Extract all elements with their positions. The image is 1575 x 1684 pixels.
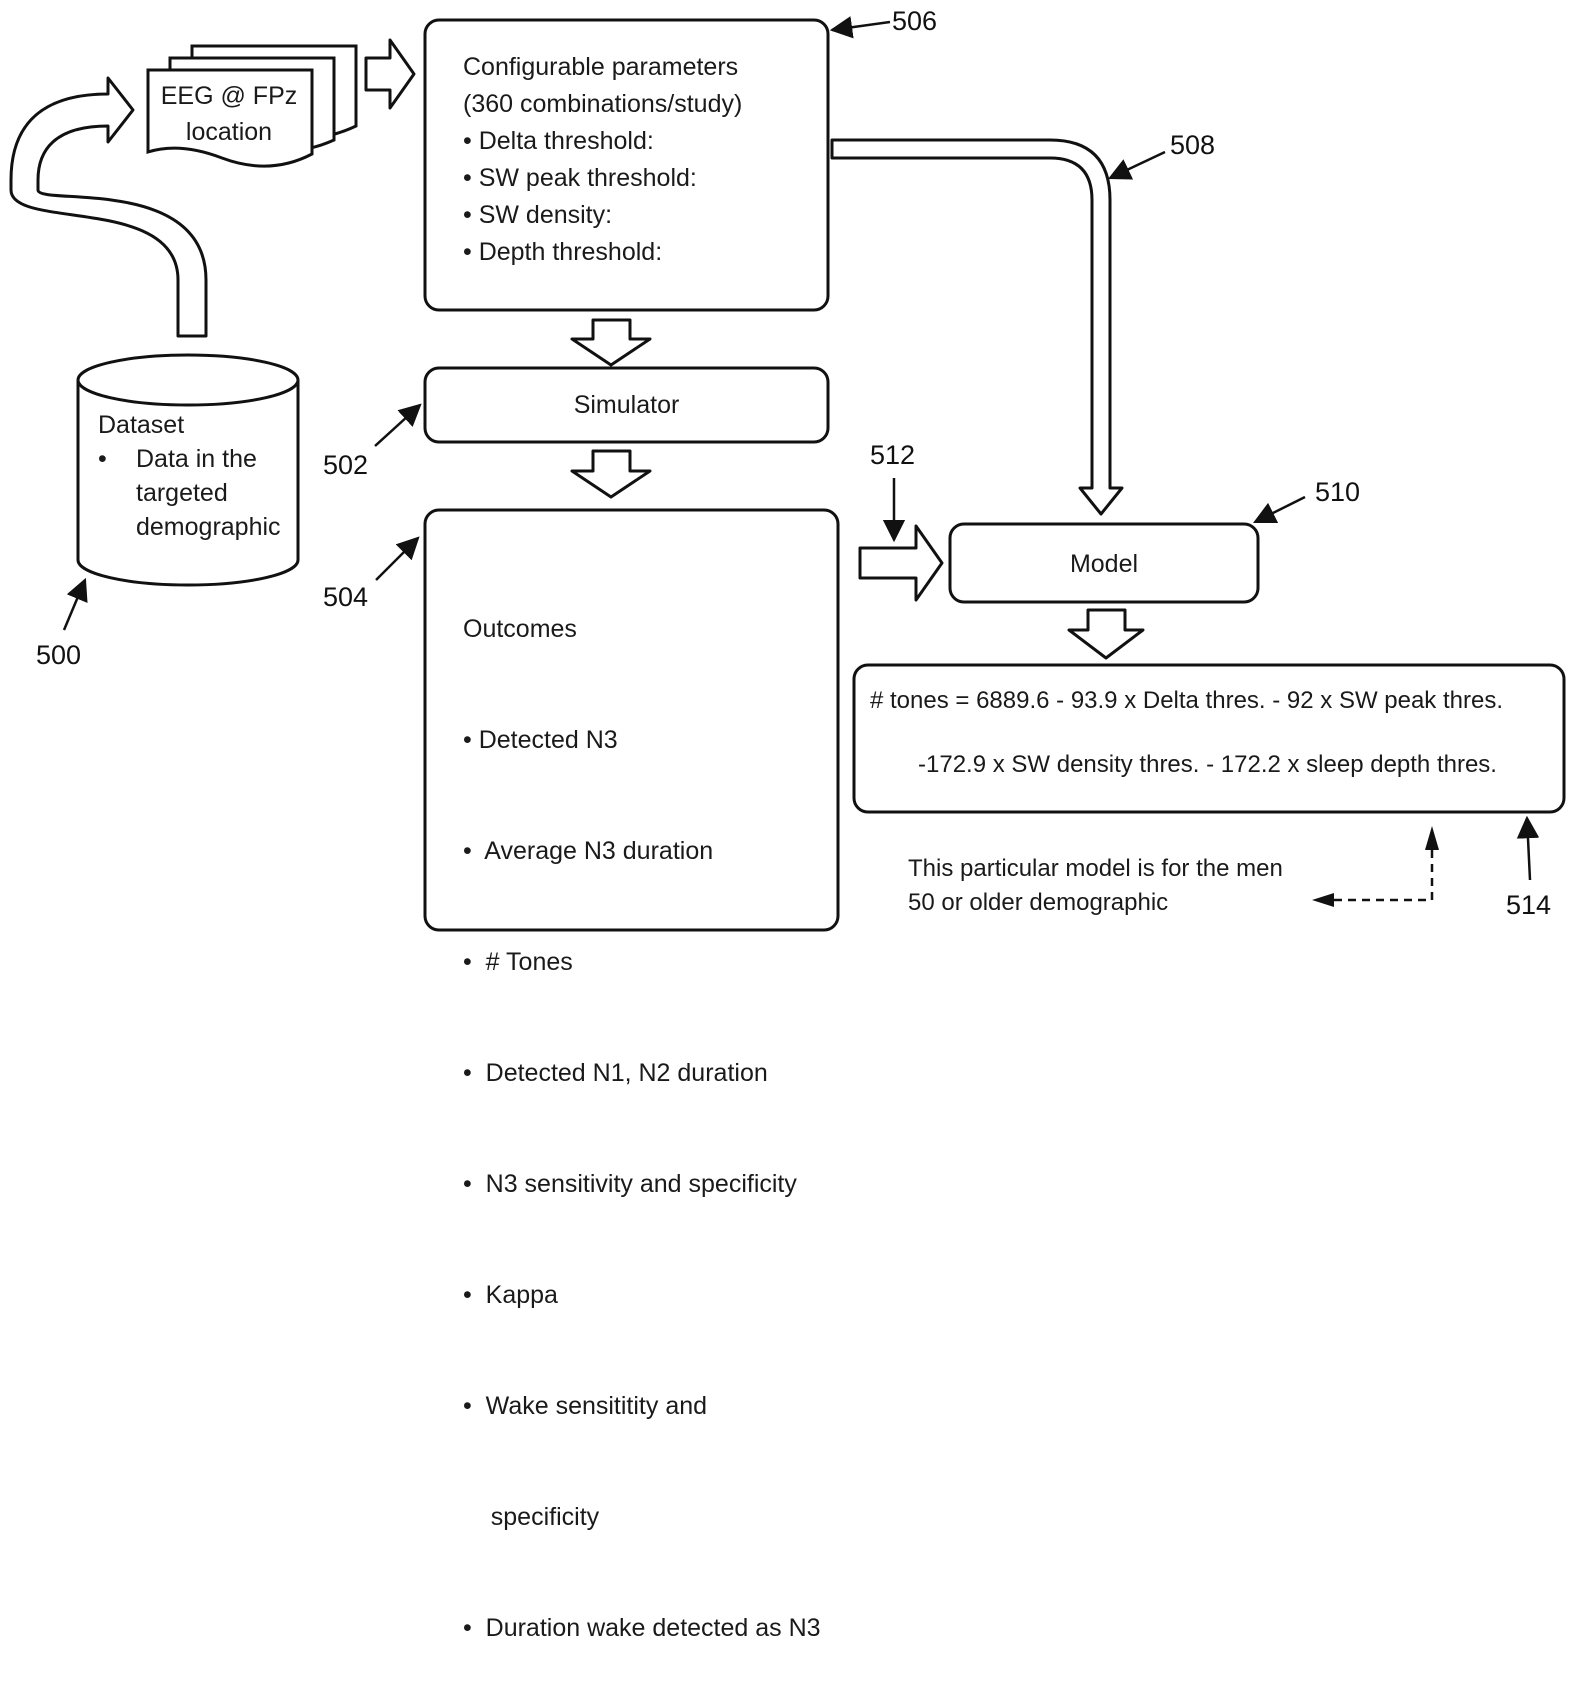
params-title-line2: (360 combinations/study) bbox=[463, 90, 743, 118]
params-item-sw-peak: • SW peak threshold: bbox=[463, 164, 697, 192]
ref-502: 502 bbox=[323, 450, 369, 480]
params-to-model-arrow bbox=[830, 138, 1124, 516]
ref-514: 514 bbox=[1506, 890, 1552, 920]
dataset-title: Dataset bbox=[98, 411, 185, 439]
ref-506: 506 bbox=[892, 6, 938, 36]
note-connector-up-arrowhead bbox=[1425, 826, 1439, 850]
dataset-item: Data in the targeted demographic bbox=[136, 442, 281, 544]
equation-line1: # tones = 6889.6 - 93.9 x Delta thres. -… bbox=[870, 687, 1503, 714]
outcomes-item: • Detected N3 bbox=[463, 726, 618, 754]
note-line1: This particular model is for the men bbox=[908, 855, 1283, 882]
outcomes-item: • Kappa bbox=[463, 1281, 558, 1309]
params-item-depth: • Depth threshold: bbox=[463, 238, 663, 266]
ref-500-leader bbox=[62, 577, 88, 631]
outcomes-text: Outcomes • Detected N3 • Average N3 dura… bbox=[463, 537, 821, 1684]
params-to-simulator-arrow bbox=[570, 318, 652, 367]
dataset-item-line3: demographic bbox=[136, 513, 281, 541]
ref-512: 512 bbox=[870, 440, 916, 470]
note-text: This particular model is for the men 50 … bbox=[908, 852, 1283, 920]
eeg-document-stack bbox=[146, 44, 358, 168]
params-text: Configurable parameters (360 combination… bbox=[463, 49, 742, 271]
ref-510-leader bbox=[1252, 495, 1306, 524]
params-item-delta: • Delta threshold: bbox=[463, 127, 654, 155]
eeg-label-line2: location bbox=[185, 118, 273, 146]
eeg-label-line1: EEG @ FPz bbox=[160, 82, 298, 110]
params-title-line1: Configurable parameters bbox=[463, 53, 739, 81]
simulator-to-outcomes-arrow bbox=[570, 449, 652, 499]
ref-504-leader bbox=[375, 536, 420, 581]
ref-508: 508 bbox=[1170, 130, 1216, 160]
dataset-to-eeg-arrow bbox=[9, 76, 208, 338]
params-box bbox=[423, 18, 830, 312]
outcomes-title: Outcomes bbox=[463, 615, 577, 643]
params-item-sw-density: • SW density: bbox=[463, 201, 613, 229]
outcomes-item: specificity bbox=[463, 1503, 600, 1531]
eeg-to-params-arrow bbox=[364, 38, 416, 110]
eeg-label: EEG @ FPz location bbox=[150, 78, 308, 150]
ref-514-leader bbox=[1516, 815, 1540, 881]
ref-508-leader bbox=[1107, 150, 1166, 180]
equation-box bbox=[852, 663, 1566, 814]
outcomes-item: • N3 sensitivity and specificity bbox=[463, 1170, 797, 1198]
dataset-bullet: • bbox=[98, 445, 107, 473]
outcomes-item: • Average N3 duration bbox=[463, 837, 714, 865]
outcomes-item: • Detected N1, N2 duration bbox=[463, 1059, 768, 1087]
simulator-label: Simulator bbox=[573, 391, 680, 419]
ref-510: 510 bbox=[1315, 477, 1361, 507]
dataset-cylinder bbox=[76, 353, 300, 587]
dataset-item-line1: Data in the bbox=[136, 445, 257, 473]
note-line2: 50 or older demographic bbox=[908, 889, 1169, 916]
outcomes-box bbox=[423, 508, 840, 932]
outcomes-to-model-arrow bbox=[858, 524, 944, 602]
dataset-text: Dataset bbox=[98, 408, 184, 442]
note-connector bbox=[1330, 850, 1434, 902]
model-to-equation-arrow bbox=[1067, 608, 1145, 660]
equation-line2: -172.9 x SW density thres. - 172.2 x sle… bbox=[918, 751, 1497, 778]
outcomes-item: • Duration wake detected as N3 bbox=[463, 1614, 821, 1642]
model-box bbox=[948, 522, 1260, 604]
ref-500: 500 bbox=[36, 640, 82, 670]
ref-504: 504 bbox=[323, 582, 369, 612]
model-label: Model bbox=[1069, 550, 1139, 578]
outcomes-item: • # Tones bbox=[463, 948, 573, 976]
outcomes-item: • Wake sensititity and bbox=[463, 1392, 708, 1420]
simulator-box bbox=[423, 366, 830, 444]
flow-diagram bbox=[9, 16, 1566, 932]
ref-506-leader bbox=[829, 16, 891, 39]
ref-502-leader bbox=[374, 403, 422, 447]
note-connector-left-arrowhead bbox=[1312, 893, 1334, 907]
dataset-item-line2: targeted bbox=[136, 479, 228, 507]
